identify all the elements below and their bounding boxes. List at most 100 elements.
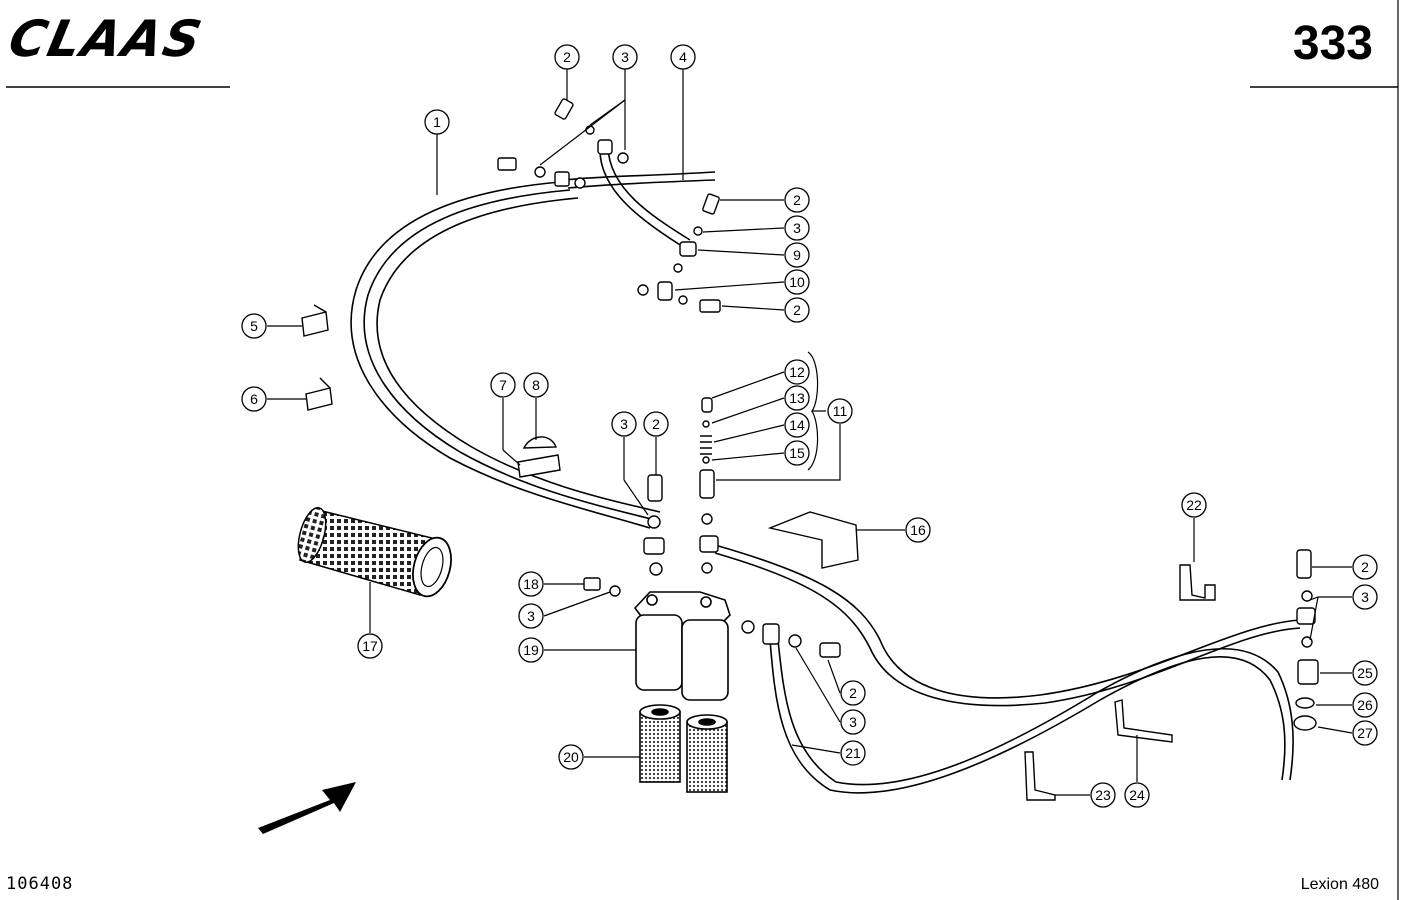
callout-label: 24 <box>1129 787 1145 803</box>
callout-label: 23 <box>1095 787 1111 803</box>
callout-26: 26 <box>1352 692 1378 718</box>
drawing-number: 106408 <box>6 874 74 894</box>
callout-label: 25 <box>1357 665 1373 681</box>
callout-circle <box>518 571 544 597</box>
callout-17: 17 <box>357 633 383 659</box>
callout-15: 15 <box>784 440 810 466</box>
callout-label: 12 <box>789 364 805 380</box>
callout-circle <box>1352 720 1378 746</box>
model-name: Lexion 480 <box>1300 876 1379 893</box>
callout-3: 3 <box>518 603 544 629</box>
callout-21: 21 <box>840 740 866 766</box>
callout-circle <box>1352 660 1378 686</box>
callout-label: 9 <box>793 247 801 263</box>
callout-label: 27 <box>1357 725 1373 741</box>
callout-24: 24 <box>1124 782 1150 808</box>
callout-9: 9 <box>784 242 810 268</box>
callout-circle <box>357 633 383 659</box>
callout-circle <box>784 385 810 411</box>
callout-2: 2 <box>643 411 669 437</box>
callout-16: 16 <box>905 517 931 543</box>
callout-circle <box>611 411 637 437</box>
callout-label: 22 <box>1186 497 1202 513</box>
callout-circle <box>784 412 810 438</box>
callout-label: 3 <box>1361 589 1369 605</box>
clip-5 <box>301 304 329 337</box>
callout-label: 7 <box>499 377 507 393</box>
callout-label: 10 <box>789 274 805 290</box>
callout-2: 2 <box>784 187 810 213</box>
callout-6: 6 <box>241 386 267 412</box>
callout-label: 14 <box>789 417 805 433</box>
callout-circle <box>784 269 810 295</box>
callout-circle <box>784 359 810 385</box>
callout-circle <box>1352 554 1378 580</box>
callout-label: 6 <box>250 391 258 407</box>
callout-circle <box>558 744 584 770</box>
callout-circle <box>784 215 810 241</box>
callout-label: 2 <box>849 685 857 701</box>
callout-4: 4 <box>670 44 696 70</box>
callout-circle <box>840 740 866 766</box>
callout-label: 17 <box>362 638 378 654</box>
callout-label: 21 <box>845 745 861 761</box>
callout-25: 25 <box>1352 660 1378 686</box>
callout-label: 3 <box>793 220 801 236</box>
callout-circle <box>490 372 516 398</box>
hose-4 <box>599 147 691 249</box>
callout-7: 7 <box>490 372 516 398</box>
callout-circle <box>1352 692 1378 718</box>
callout-circle <box>840 680 866 706</box>
hose-lower-right <box>714 544 1301 707</box>
callout-circle <box>827 398 853 424</box>
callout-circle <box>905 517 931 543</box>
callout-circle <box>784 187 810 213</box>
callout-label: 18 <box>523 576 539 592</box>
callout-circle <box>518 637 544 663</box>
callout-3: 3 <box>612 44 638 70</box>
callout-label: 13 <box>789 390 805 406</box>
callout-3: 3 <box>611 411 637 437</box>
callout-label: 2 <box>1361 559 1369 575</box>
callout-label: 8 <box>532 377 540 393</box>
callout-5: 5 <box>241 313 267 339</box>
callout-circle <box>1124 782 1150 808</box>
bracket-22 <box>1179 564 1216 601</box>
filter-element-17 <box>297 507 452 598</box>
callout-13: 13 <box>784 385 810 411</box>
callout-circle <box>612 44 638 70</box>
callout-circle <box>554 44 580 70</box>
callout-11: 11 <box>827 398 853 424</box>
callout-19: 19 <box>518 637 544 663</box>
hose-21 <box>769 639 1294 794</box>
callout-label: 2 <box>793 192 801 208</box>
callout-label: 2 <box>652 416 660 432</box>
callout-label: 19 <box>523 642 539 658</box>
callout-2: 2 <box>840 680 866 706</box>
callout-circle <box>784 242 810 268</box>
bracket-24 <box>1114 699 1173 743</box>
callout-2: 2 <box>554 44 580 70</box>
callout-3: 3 <box>1352 584 1378 610</box>
callout-2: 2 <box>1352 554 1378 580</box>
callout-circle <box>643 411 669 437</box>
callout-label: 2 <box>793 302 801 318</box>
callout-circle <box>840 709 866 735</box>
callout-circle <box>670 44 696 70</box>
fittings <box>497 98 1319 731</box>
callout-circle <box>424 109 450 135</box>
callout-label: 3 <box>621 49 629 65</box>
callout-label: 3 <box>527 608 535 624</box>
callout-label: 3 <box>849 714 857 730</box>
filter-cartridges-20 <box>639 704 728 793</box>
callout-label: 16 <box>910 522 926 538</box>
callout-label: 2 <box>563 49 571 65</box>
callout-circle <box>518 603 544 629</box>
callout-circle <box>1181 492 1207 518</box>
callout-8: 8 <box>523 372 549 398</box>
bracket-16 <box>767 511 859 569</box>
filter-housing-19 <box>633 591 731 701</box>
